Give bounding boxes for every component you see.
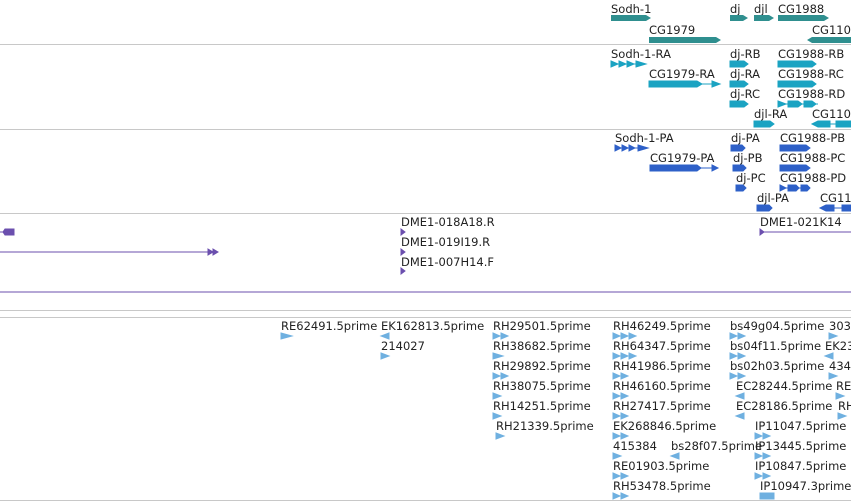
transcript-label[interactable]: Sodh-1-RA: [611, 47, 671, 61]
est-label[interactable]: bs02h03.5prime: [730, 359, 825, 373]
gene-label-sodh1[interactable]: Sodh-1: [611, 2, 652, 16]
protein-label[interactable]: CG1988-PC: [780, 151, 846, 165]
gene-label-dj[interactable]: dj: [730, 2, 741, 16]
gene-label-cg1988[interactable]: CG1988: [778, 2, 825, 16]
transcript-label[interactable]: CG110: [812, 107, 851, 121]
est-label[interactable]: RH53478.5prime: [613, 479, 711, 493]
transcript-label[interactable]: dj-RB: [730, 47, 761, 61]
est-label[interactable]: IP13445.5prime: [755, 439, 847, 453]
gene-features[interactable]: [0, 0, 851, 44]
track-separator: [0, 44, 851, 45]
gene-cg1988-glyph: [778, 15, 829, 21]
est-label[interactable]: RH38682.5prime: [493, 339, 591, 353]
transcript-label[interactable]: CG1988-RC: [778, 67, 844, 81]
est-track: RE62491.5prime EK162813.5prime 214027 RH…: [0, 318, 851, 500]
est-label[interactable]: EK162813.5prime: [381, 319, 485, 333]
transcript-label[interactable]: dj-RA: [730, 67, 761, 81]
transcript-label[interactable]: djl-RA: [754, 107, 788, 121]
transcript-label[interactable]: CG1988-RB: [778, 47, 845, 61]
est-features[interactable]: [0, 318, 851, 500]
gene-label-djl[interactable]: djl: [754, 2, 768, 16]
est-label[interactable]: EC28186.5prime: [736, 399, 833, 413]
gene-djl-glyph: [754, 15, 774, 21]
protein-label[interactable]: CG1979-PA: [650, 151, 715, 165]
protein-label[interactable]: Sodh-1-PA: [615, 131, 674, 145]
est-label[interactable]: RE01903.5prime: [613, 459, 710, 473]
est-label[interactable]: RH29501.5prime: [493, 319, 591, 333]
est-label[interactable]: 214027: [381, 339, 425, 353]
est-label[interactable]: RH38075.5prime: [493, 379, 591, 393]
contig-label[interactable]: DME1-007H14.F: [401, 255, 495, 269]
protein-label[interactable]: dj-PB: [733, 151, 763, 165]
protein-label[interactable]: CG11: [820, 191, 851, 205]
est-label[interactable]: bs49g04.5prime: [730, 319, 825, 333]
gene-cg1979-glyph: [649, 37, 721, 43]
track-separator: [0, 129, 851, 130]
est-label[interactable]: bs04f11.5prime: [730, 339, 822, 353]
protein-label[interactable]: CG1988-PD: [780, 171, 847, 185]
est-label[interactable]: EK268846.5prime: [613, 419, 717, 433]
est-label[interactable]: RE62491.5prime: [281, 319, 378, 333]
est-label[interactable]: RH: [838, 399, 851, 413]
est-label[interactable]: RH41986.5prime: [613, 359, 711, 373]
est-label[interactable]: RE2: [836, 379, 851, 393]
gene-dj-glyph: [730, 15, 748, 21]
gene-track: Sodh-1 CG1979 dj djl CG1988 CG110: [0, 0, 851, 44]
contig-label[interactable]: DME1-018A18.R: [401, 215, 495, 229]
est-label[interactable]: EC28244.5prime: [736, 379, 833, 393]
contig-label[interactable]: DME1-019I19.R: [401, 235, 491, 249]
est-label[interactable]: RH14251.5prime: [493, 399, 591, 413]
gene-label-cg110[interactable]: CG110: [812, 23, 851, 37]
est-label[interactable]: 303: [829, 319, 851, 333]
protein-label[interactable]: djl-PA: [757, 191, 789, 205]
est-label[interactable]: RH64347.5prime: [613, 339, 711, 353]
est-label[interactable]: RH21339.5prime: [496, 419, 594, 433]
track-separator: [0, 213, 851, 214]
est-label[interactable]: EK23: [825, 339, 851, 353]
contig-features[interactable]: [0, 214, 851, 310]
contig-label[interactable]: DME1-021K14: [760, 215, 842, 229]
protein-features[interactable]: [0, 130, 851, 213]
protein-label[interactable]: CG1988-PB: [780, 131, 846, 145]
gene-label-cg1979[interactable]: CG1979: [649, 23, 696, 37]
est-label[interactable]: RH29892.5prime: [493, 359, 591, 373]
est-label[interactable]: RH27417.5prime: [613, 399, 711, 413]
est-label[interactable]: RH46249.5prime: [613, 319, 711, 333]
protein-track: Sodh-1-PA CG1979-PA dj-PA dj-PB dj-PC dj…: [0, 130, 851, 213]
est-label[interactable]: bs28f07.5prime: [671, 439, 763, 453]
est-label[interactable]: IP11047.5prime: [755, 419, 847, 433]
est-label[interactable]: RH46160.5prime: [613, 379, 711, 393]
track-separator: [0, 317, 851, 318]
est-label[interactable]: IP10947.3prime: [760, 479, 851, 493]
transcript-track: Sodh-1-RA CG1979-RA dj-RB dj-RA dj-RC dj…: [0, 45, 851, 129]
protein-label[interactable]: dj-PC: [736, 171, 766, 185]
est-label[interactable]: IP10847.5prime: [755, 459, 847, 473]
gene-cg110-glyph: [807, 37, 851, 43]
est-label[interactable]: 434: [829, 359, 851, 373]
transcript-features[interactable]: [0, 45, 851, 129]
contig-track: DME1-018A18.R DME1-019I19.R DME1-007H14.…: [0, 214, 851, 310]
protein-label[interactable]: dj-PA: [731, 131, 760, 145]
transcript-label[interactable]: CG1979-RA: [649, 67, 715, 81]
transcript-label[interactable]: dj-RC: [730, 87, 761, 101]
est-label[interactable]: 415384: [613, 439, 657, 453]
track-separator: [0, 310, 851, 311]
gene-sodh1-glyph: [611, 15, 651, 21]
transcript-label[interactable]: CG1988-RD: [778, 87, 846, 101]
